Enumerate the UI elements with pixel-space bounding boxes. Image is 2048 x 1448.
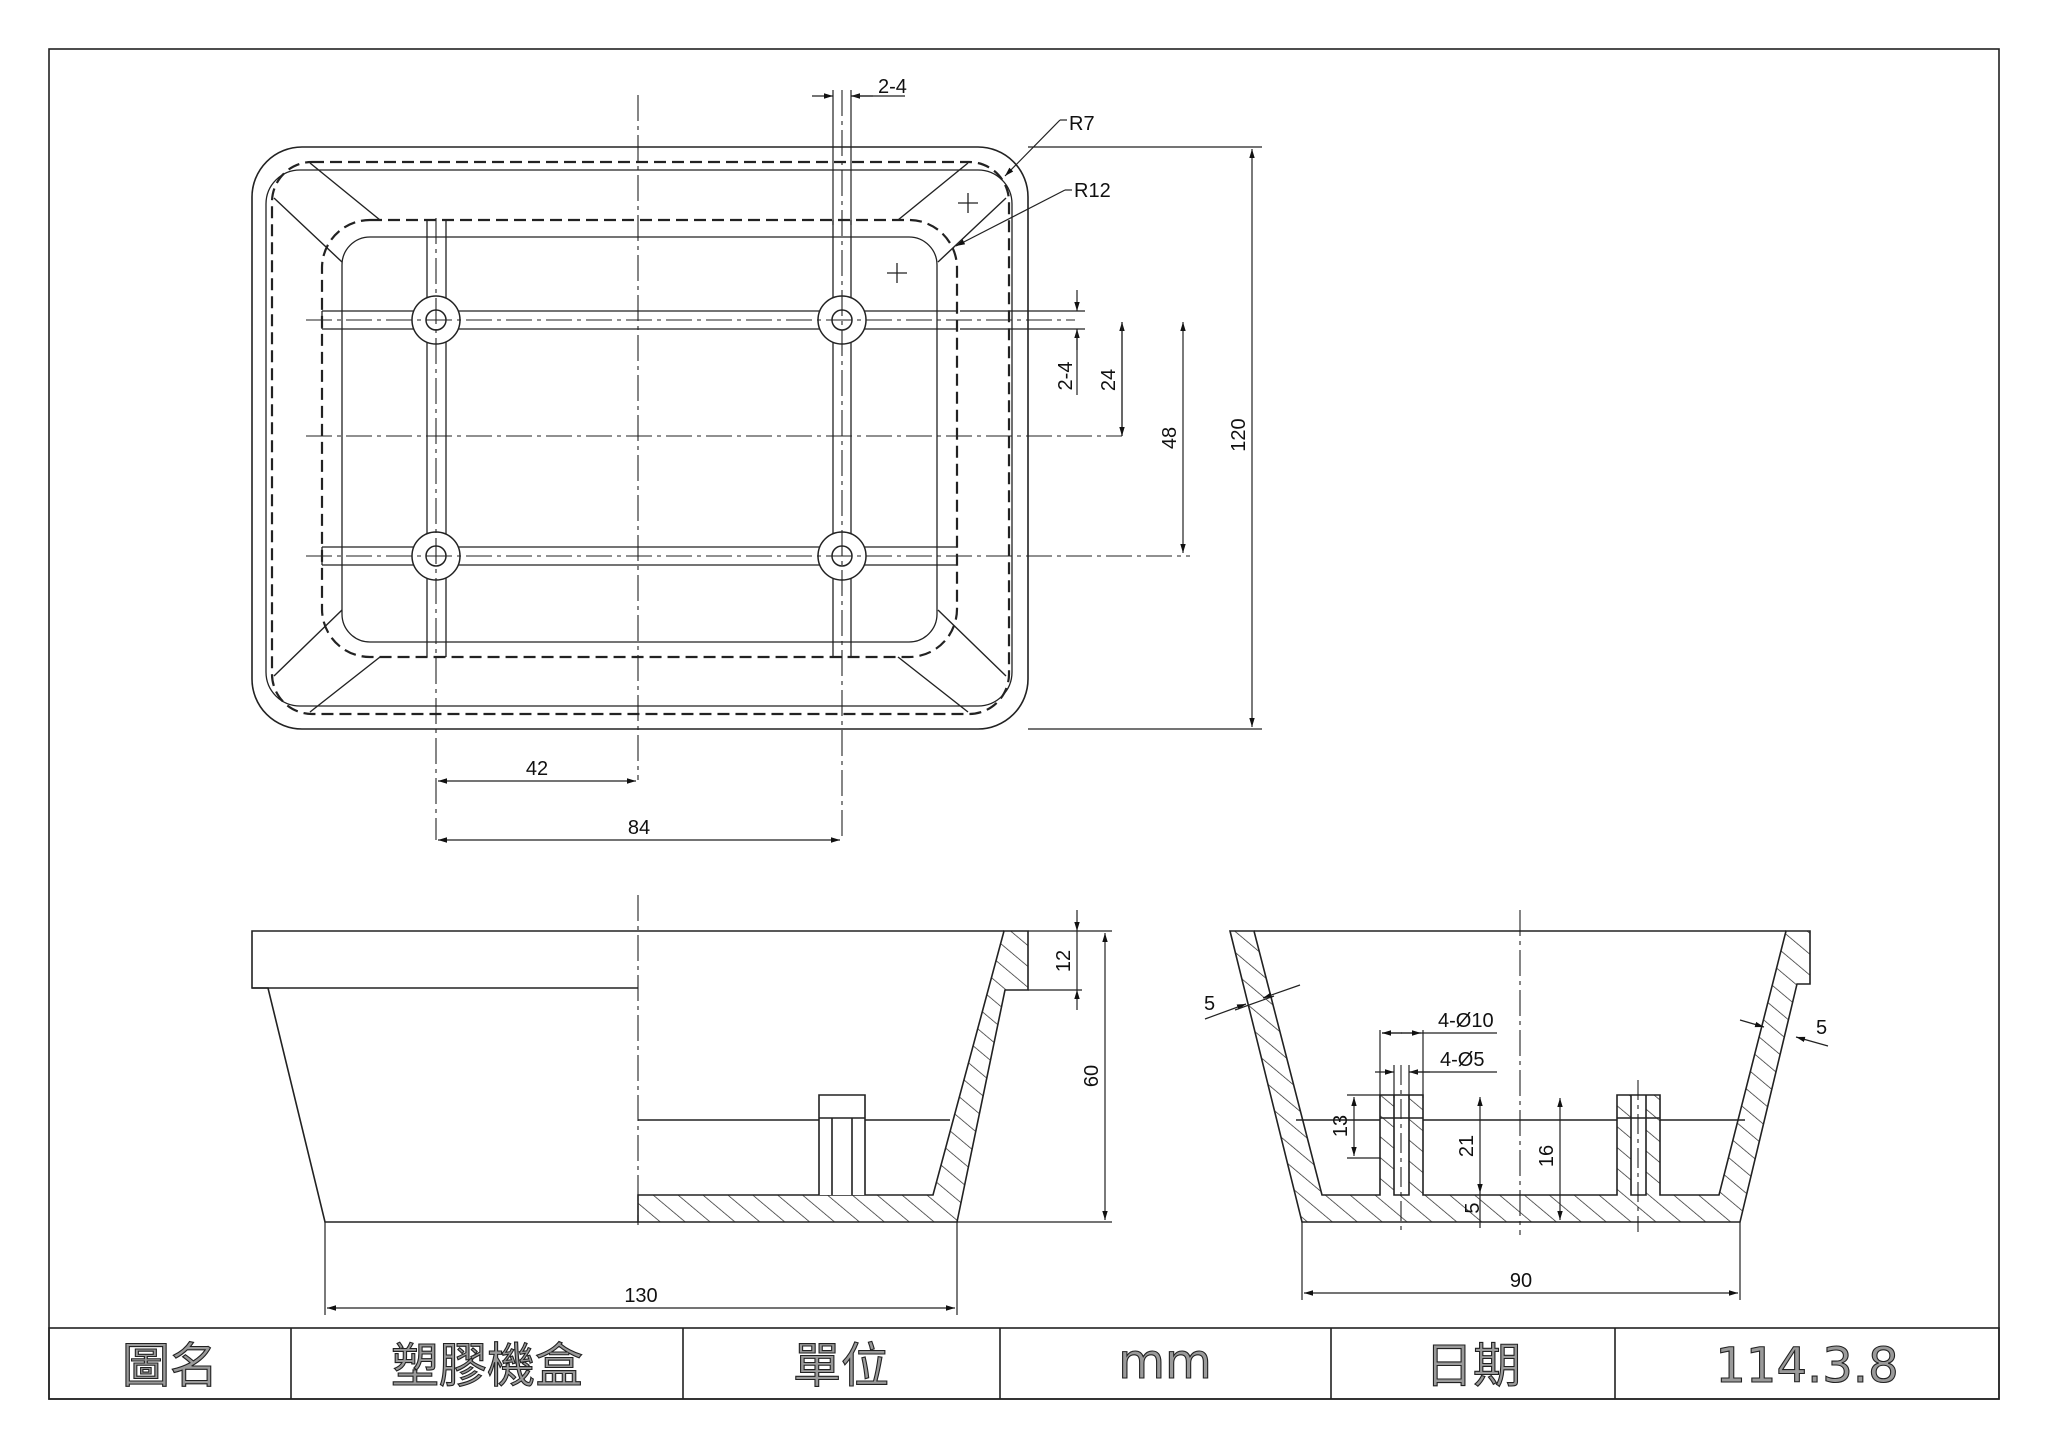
dim-rib-width-side: 2-4 [1055,362,1077,391]
title-name-value: 塑膠機盒 [391,1338,583,1394]
title-unit-value: mm [1118,1334,1212,1390]
plan-hidden-outer [270,160,1011,716]
dim-wall-left: 5 [1204,993,1215,1015]
dim-overall-height: 120 [1228,418,1250,451]
dim-wall-right: 5 [1816,1017,1827,1039]
front-dimension-labels: 12 60 130 [624,950,1103,1307]
title-unit-label: 單位 [793,1338,889,1394]
plan-radius-center-marks [887,193,978,283]
title-date-value: 114.3.8 [1715,1338,1898,1394]
plan-dimension-labels: 2-4 R7 R12 2-4 24 48 120 42 84 [526,76,1250,839]
plan-dimensions [438,90,1262,843]
plan-view [251,90,1190,840]
dim-boss-outer: 4-Ø10 [1438,1010,1494,1032]
title-name-label: 圖名 [122,1338,218,1394]
side-view [1228,910,1811,1235]
dim-flange-height: 12 [1053,950,1075,972]
title-date-label: 日期 [1425,1338,1521,1394]
dim-spacing-y: 48 [1159,427,1181,449]
side-dimension-labels: 5 5 4-Ø10 4-Ø5 13 21 16 5 90 [1204,993,1827,1292]
side-section-hatch [1228,930,1811,1223]
dim-front-height: 60 [1081,1065,1103,1087]
plan-outer-outline [251,146,1029,730]
dim-boss-inner: 4-Ø5 [1440,1049,1484,1071]
dim-floor-thickness: 5 [1462,1202,1484,1213]
front-left-outline [251,930,638,1223]
plan-vertical-ribs [426,220,852,657]
dim-overall-length: 130 [624,1285,657,1307]
dim-floor-to-boss: 21 [1456,1135,1478,1157]
side-dimensions [1204,984,1829,1300]
front-dimensions [324,910,1112,1315]
dim-half-spacing-y: 24 [1098,369,1120,391]
plan-corner-ribs [273,162,1007,713]
dim-inner-height: 16 [1536,1145,1558,1167]
plan-horizontal-ribs [321,310,957,566]
dim-overall-width: 90 [1510,1270,1532,1292]
front-boss [818,1094,866,1195]
title-block: 圖名 塑膠機盒 單位 mm 日期 114.3.8 [48,1327,2000,1400]
plan-bosses [411,295,867,581]
dim-boss-height: 13 [1330,1115,1352,1137]
dim-rib-width-top: 2-4 [878,76,907,98]
plan-inner-wall [265,169,1013,707]
dim-radius-outer: R7 [1069,113,1095,135]
dim-spacing-x: 84 [628,817,650,839]
plan-hidden-floor [320,218,959,659]
plan-floor-outline [341,236,938,643]
front-view [251,895,1029,1225]
dim-offset-x: 42 [526,758,548,780]
plan-center-lines [306,90,1190,840]
dim-radius-inner: R12 [1074,180,1111,202]
